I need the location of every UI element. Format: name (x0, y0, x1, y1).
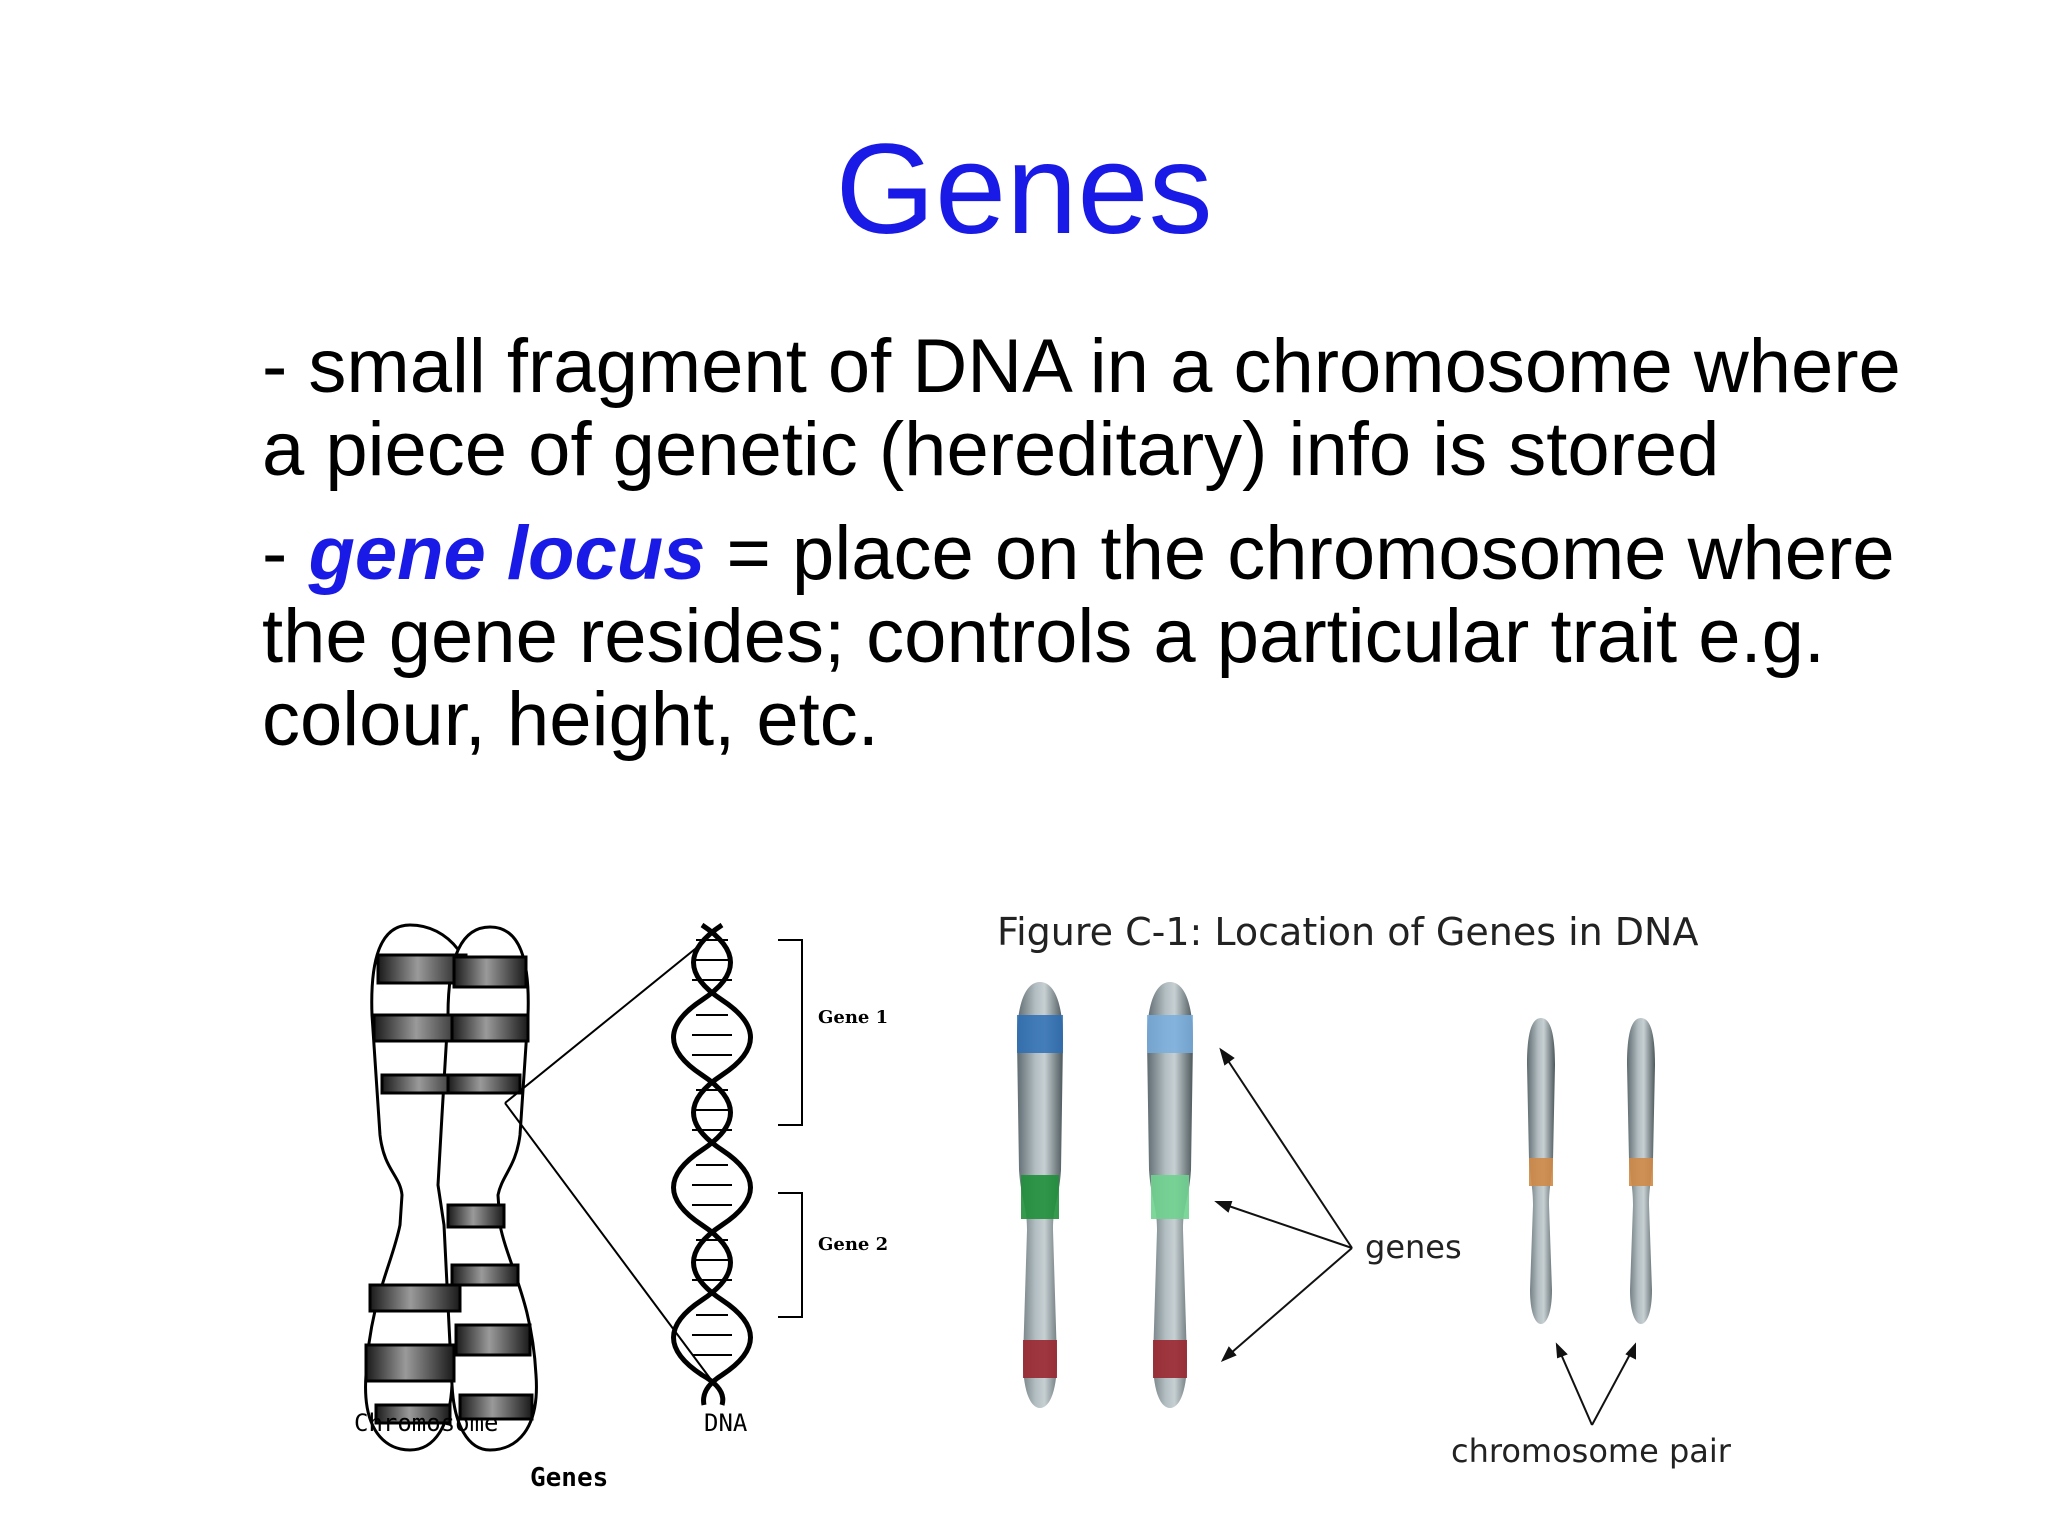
gene1-bracket (778, 939, 803, 1126)
gene-band-dark-red (1153, 1340, 1187, 1378)
figure-left-caption: Genes (530, 1463, 608, 1493)
gene-band-light-green (1151, 1175, 1189, 1219)
bullet-2-prefix: - (262, 511, 309, 596)
genes-arrows (1214, 1047, 1353, 1362)
chromosome-left (1017, 982, 1063, 1408)
gene-band-red (1023, 1340, 1057, 1378)
gene-location-figure: Figure C-1: Location of Genes in DNA gen… (997, 910, 1732, 1470)
gene-band-light-blue (1147, 1015, 1193, 1053)
pair-band-right (1629, 1158, 1653, 1186)
gene1-label: Gene 1 (818, 1007, 888, 1028)
pair-band-left (1529, 1158, 1553, 1186)
zoom-line-top (504, 944, 701, 1104)
chromosome-pair (1527, 1018, 1655, 1324)
dna-label: DNA (704, 1409, 748, 1437)
chromosome-drawing (364, 923, 538, 1452)
gene2-label: Gene 2 (818, 1234, 888, 1255)
gene-band-blue (1017, 1015, 1063, 1053)
zoom-line-bottom (504, 1102, 716, 1386)
slide-title: Genes (835, 118, 1213, 261)
bullet-2: - gene locus = place on the chromosome w… (262, 512, 1902, 761)
slide-body: - small fragment of DNA in a chromosome … (262, 325, 1902, 782)
chromosome-pair-label: chromosome pair (1451, 1432, 1732, 1470)
bullet-1: - small fragment of DNA in a chromosome … (262, 324, 1901, 492)
gene-band-green (1021, 1175, 1059, 1219)
dna-helix (671, 922, 753, 1406)
chromosome-dna-figure: Gene 1 Gene 2 Chromosome DNA Genes (354, 922, 888, 1493)
chromosome-label: Chromosome (354, 1409, 499, 1437)
gene2-bracket (778, 1192, 803, 1318)
figure-right-title: Figure C-1: Location of Genes in DNA (997, 910, 1698, 954)
chromosome-right (1147, 982, 1193, 1408)
gene-locus-term: gene locus (308, 511, 706, 596)
pair-arrows (1555, 1342, 1636, 1426)
bullet-2-definition: = place on the chromosome where the gene… (262, 511, 1895, 762)
genes-label: genes (1365, 1228, 1462, 1266)
